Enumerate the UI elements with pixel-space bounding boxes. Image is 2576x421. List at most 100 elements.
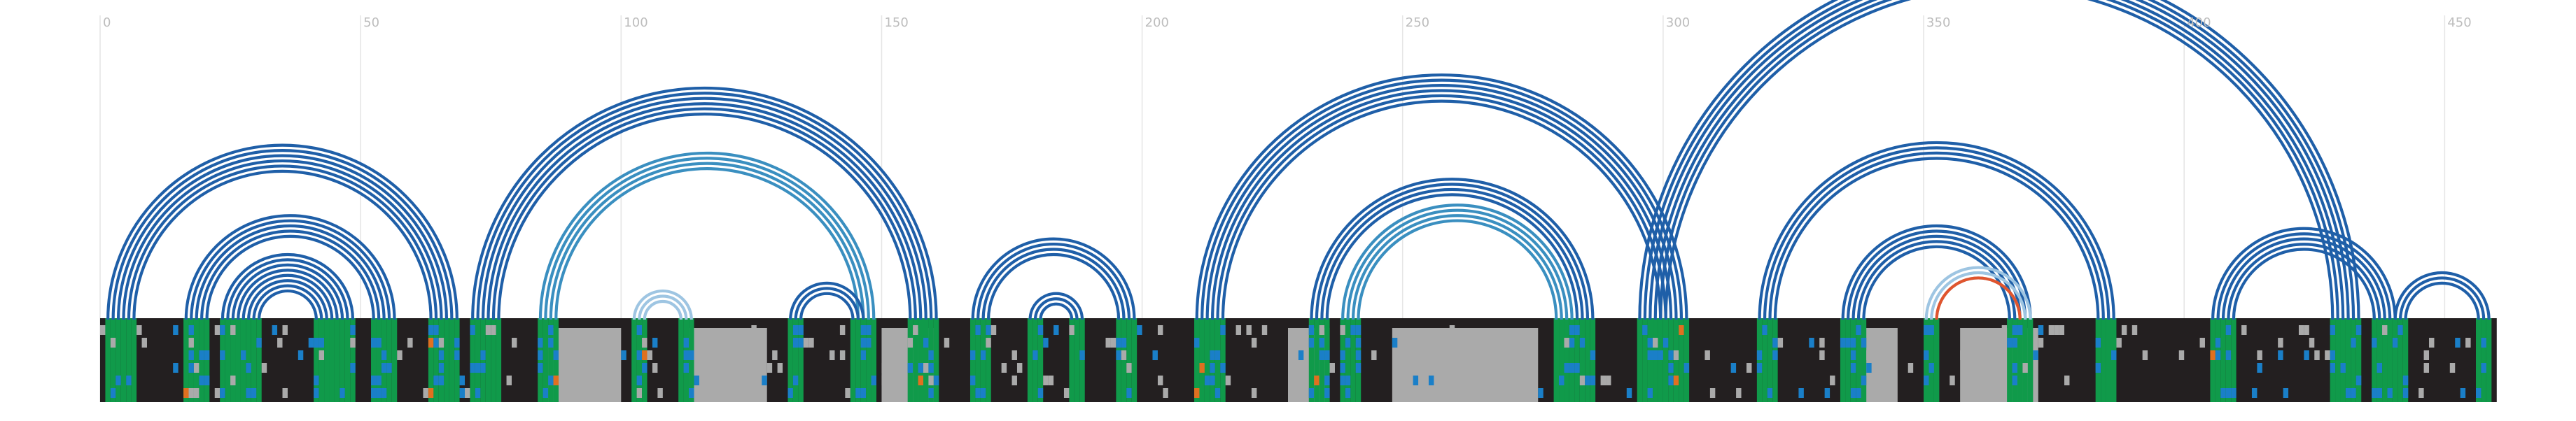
track-variant-cell (350, 338, 356, 348)
track-cell-paired (1194, 318, 1200, 402)
arc-pair-73-158 (481, 97, 927, 320)
track-cell-paired (475, 318, 481, 402)
track-variant-cell (428, 325, 434, 335)
track-variant-cell (1214, 388, 1221, 398)
track-variant-cell (2382, 325, 2388, 335)
track-variant-cell (1564, 338, 1569, 348)
track-variant-cell (2330, 325, 2336, 335)
track-cell-paired (1350, 318, 1356, 402)
track-variant-cell (1220, 363, 1226, 373)
track-cell-paired (391, 318, 398, 402)
track-variant-cell (1001, 363, 1007, 373)
track-variant-cell (2038, 325, 2044, 335)
track-variant-cell (2257, 363, 2262, 373)
track-cell-paired (1204, 318, 1210, 402)
track-variant-cell (1210, 363, 1215, 373)
track-cell-paired (2012, 318, 2018, 402)
track-cell-paired (1933, 318, 1940, 402)
track-variant-cell (553, 376, 559, 385)
track-cell-paired (855, 318, 861, 402)
track-variant-cell (1110, 338, 1116, 348)
arc-pair-76-155 (497, 112, 912, 320)
track-variant-cell (923, 363, 929, 373)
track-variant-cell (1251, 388, 1257, 398)
track-variant-cell (1746, 363, 1752, 373)
track-variant-cell (1152, 350, 1158, 360)
track-variant-cell (1157, 376, 1163, 385)
track-variant-cell (423, 388, 428, 398)
track-variant-cell (1756, 363, 1763, 373)
track-variant-cell (1392, 338, 1398, 348)
track-cell-paired (2392, 318, 2398, 402)
track-variant-cell (1261, 325, 1268, 335)
track-cell-paired (2387, 318, 2393, 402)
arc-pair-235-283 (1325, 194, 1579, 320)
track-variant-cell (1418, 338, 1424, 348)
track-variant-cell (204, 350, 210, 360)
track-variant-cell (1907, 363, 1914, 373)
track-variant-cell (699, 363, 705, 373)
track-variant-cell (506, 376, 512, 385)
track-variant-cell (600, 363, 606, 373)
track-variant-cell (1668, 363, 1674, 373)
track-cell-paired (918, 318, 923, 402)
track-variant-cell (928, 363, 934, 373)
track-cell-paired (1126, 318, 1132, 402)
track-variant-cell (933, 376, 939, 385)
track-variant-cell (1220, 325, 1226, 335)
track-variant-cell (1355, 363, 1362, 373)
track-variant-cell (1428, 376, 1434, 385)
track-variant-cell (1579, 376, 1586, 385)
track-variant-cell (2278, 338, 2283, 348)
track-variant-cell (1579, 338, 1586, 348)
track-cell-paired (1308, 318, 1315, 402)
track-cell-paired (350, 318, 356, 402)
track-variant-cell (454, 350, 460, 360)
track-variant-cell (1214, 350, 1221, 360)
track-variant-cell (1653, 350, 1658, 360)
track-variant-cell (188, 388, 194, 398)
track-cell-paired (2476, 318, 2482, 402)
track-variant-cell (689, 388, 694, 398)
track-variant-cell (1355, 325, 1362, 335)
track-variant-cell (2257, 350, 2262, 360)
track-variant-cell (433, 325, 439, 335)
track-variant-cell (1679, 325, 1684, 335)
track-cell-paired (798, 318, 804, 402)
track-variant-cell (1980, 363, 1987, 373)
track-variant-cell (2038, 338, 2044, 348)
track-variant-cell (1809, 338, 1814, 348)
track-variant-cell (969, 350, 976, 360)
track-variant-cell (438, 338, 444, 348)
track-cell-paired (1345, 318, 1351, 402)
track-variant-cell (1559, 376, 1564, 385)
track-cell-paired (2335, 318, 2341, 402)
track-variant-cell (1647, 338, 1653, 348)
track-variant-cell (2012, 363, 2018, 373)
track-cell-paired (496, 318, 502, 402)
track-cell-paired (340, 318, 345, 402)
track-cell-paired (470, 318, 475, 402)
track-cell-paired (2027, 318, 2033, 402)
track-variant-cell (642, 338, 648, 348)
track-variant-cell (1662, 338, 1669, 348)
track-cell-paired (1585, 318, 1590, 402)
track-variant-cell (860, 350, 867, 360)
track-variant-cell (485, 325, 491, 335)
arc-pair-334-370 (1841, 224, 2032, 320)
track-variant-cell (246, 388, 251, 398)
track-variant-cell (2001, 325, 2008, 335)
track-variant-cell (798, 325, 804, 335)
track-cell-paired (1037, 318, 1044, 402)
track-variant-cell (2376, 363, 2383, 373)
track-variant-cell (256, 338, 262, 348)
track-variant-cell (1668, 376, 1674, 385)
track-variant-cell (246, 363, 251, 373)
track-variant-cell (1116, 338, 1121, 348)
arc-pair-18-54 (195, 224, 386, 320)
track-variant-cell (2402, 388, 2409, 398)
arc-pair-5-64 (127, 164, 438, 320)
track-variant-cell (2054, 325, 2059, 335)
track-cell-paired (324, 318, 330, 402)
track-variant-cell (975, 388, 981, 398)
